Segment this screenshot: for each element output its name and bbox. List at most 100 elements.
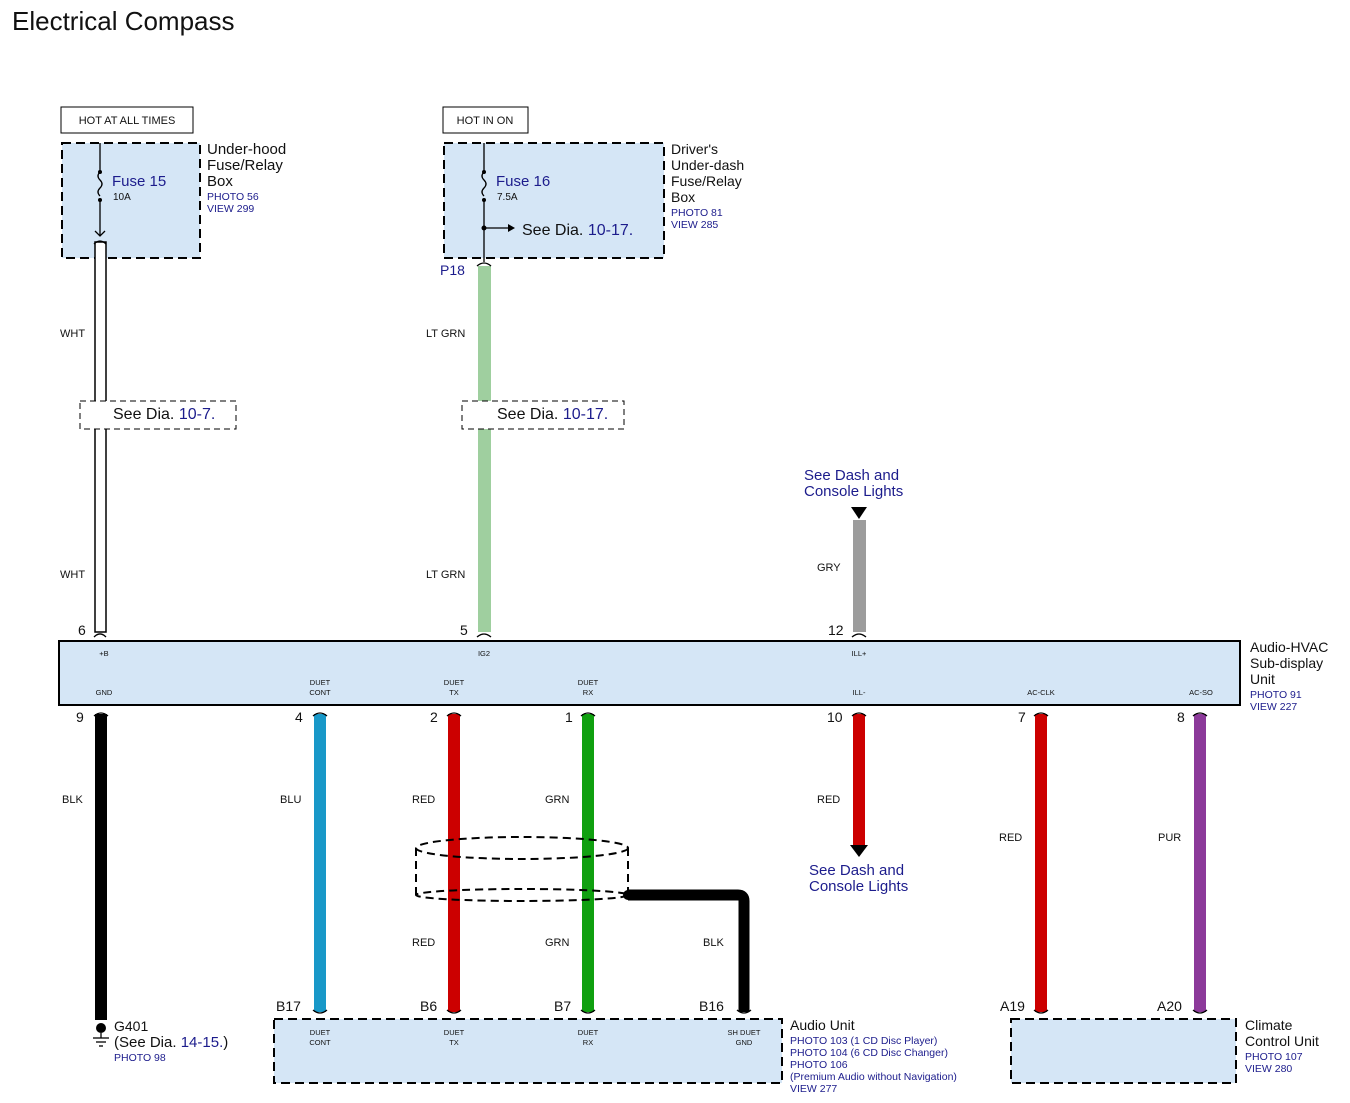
fuse-16-see-dia: See Dia. 10-17.	[522, 222, 633, 239]
underhood-box-line2: Fuse/Relay	[207, 157, 283, 174]
audio-pin-b17: B17	[276, 998, 301, 1014]
underhood-box-line3: Box	[207, 173, 233, 190]
audio-pin-name-cont-1: DUET	[310, 1028, 331, 1037]
shield-top	[415, 836, 629, 860]
hvac-pin-name-gnd: GND	[96, 688, 113, 697]
audio-unit-name: Audio Unit	[790, 1017, 855, 1033]
dash-lights-bottom-line2: Console Lights	[809, 878, 908, 895]
audio-unit-photo-2: PHOTO 104 (6 CD Disc Changer)	[790, 1047, 948, 1059]
hvac-pin-7: 7	[1018, 709, 1026, 725]
underhood-box-line1: Under-hood	[207, 141, 286, 158]
dash-lights-top-line1: See Dash and	[804, 467, 899, 484]
wire-blk-shield-label: BLK	[703, 937, 724, 949]
hvac-unit-line2: Sub-display	[1250, 655, 1323, 671]
audio-pin-b7: B7	[554, 998, 571, 1014]
hvac-pin-name-ill-minus: ILL-	[853, 688, 866, 697]
wire-lt-grn	[478, 266, 491, 632]
climate-unit-view: VIEW 280	[1245, 1063, 1292, 1075]
dash-box-line4: Box	[671, 189, 695, 205]
wire-wht-label-lower: WHT	[60, 569, 85, 581]
wire-gry-label: GRY	[817, 562, 841, 574]
hvac-unit-view: VIEW 227	[1250, 701, 1297, 713]
wire-grn-label-lower: GRN	[545, 937, 570, 949]
wire-red-tx-label-lower: RED	[412, 937, 435, 949]
dash-lights-bottom-line1: See Dash and	[809, 862, 904, 879]
wire-wht-label-upper: WHT	[60, 328, 85, 340]
dash-box-photo: PHOTO 81	[671, 207, 723, 219]
wire-ltgrn-label-lower: LT GRN	[426, 569, 465, 581]
audio-unit-photo-4: (Premium Audio without Navigation)	[790, 1071, 957, 1083]
hvac-pin-name-duet-rx-1: DUET	[578, 678, 599, 687]
ground-point	[96, 1023, 106, 1033]
hvac-pin-9: 9	[76, 709, 84, 725]
hvac-pin-2: 2	[430, 709, 438, 725]
wire-red-duet-tx	[448, 714, 460, 1012]
wire-red-ill-label: RED	[817, 794, 840, 806]
hvac-pin-name-ill-plus: ILL+	[852, 649, 867, 658]
climate-control-unit	[1010, 1018, 1237, 1084]
audio-pin-name-rx-2: RX	[583, 1038, 593, 1047]
wire-blk-ground	[95, 714, 107, 1020]
wire-red-ill	[853, 714, 865, 846]
wire-grn-duet-rx	[582, 714, 594, 1012]
hot-in-on-label: HOT IN ON	[457, 115, 514, 127]
ground-photo: PHOTO 98	[114, 1052, 166, 1064]
underhood-fuse-box	[61, 142, 201, 259]
arrow-down-icon	[850, 845, 868, 857]
hot-at-all-times-box	[60, 106, 194, 134]
dash-fuse-box	[443, 142, 665, 259]
hvac-pin-1: 1	[565, 709, 573, 725]
hvac-pin-name-ig2: IG2	[478, 649, 490, 658]
wire-ltgrn-label-upper: LT GRN	[426, 328, 465, 340]
see-dia-grn: See Dia. 10-17.	[497, 406, 608, 423]
arrow-right-icon	[508, 224, 515, 232]
wire-red-ac-clk-label: RED	[999, 832, 1022, 844]
hvac-pin-5: 5	[460, 622, 468, 638]
hvac-pin-name-duet-cont-1: DUET	[310, 678, 331, 687]
wire-blk-label: BLK	[62, 794, 83, 806]
see-dia-wht: See Dia. 10-7.	[113, 406, 215, 423]
hvac-unit-line3: Unit	[1250, 671, 1275, 687]
connector-p18: P18	[440, 262, 465, 278]
hvac-pin-8: 8	[1177, 709, 1185, 725]
dash-box-view: VIEW 285	[671, 219, 718, 231]
hot-at-all-times-label: HOT AT ALL TIMES	[79, 115, 176, 127]
audio-pin-name-tx-1: DUET	[444, 1028, 465, 1037]
hvac-pin-name-duet-rx-2: RX	[583, 688, 593, 697]
climate-pin-a19: A19	[1000, 998, 1025, 1014]
ground-see-dia: (See Dia. 14-15.)	[114, 1034, 228, 1051]
climate-unit-line2: Control Unit	[1245, 1033, 1319, 1049]
wire-blk-shield	[628, 889, 750, 1012]
hvac-pin-name-ac-so: AC-SO	[1189, 688, 1213, 697]
wire-blu-label: BLU	[280, 794, 301, 806]
dash-box-line2: Under-dash	[671, 157, 744, 173]
hvac-pin-4: 4	[295, 709, 303, 725]
wire-red-tx-label-upper: RED	[412, 794, 435, 806]
fuse-16-rating: 7.5A	[497, 192, 518, 203]
wire-red-ac-clk	[1035, 714, 1047, 1012]
hvac-pin-6: 6	[78, 622, 86, 638]
dash-box-line3: Fuse/Relay	[671, 173, 742, 189]
climate-unit-photo: PHOTO 107	[1245, 1051, 1303, 1063]
fuse-15-name: Fuse 15	[112, 173, 166, 190]
wire-gry	[853, 520, 866, 632]
wire-grn-label-upper: GRN	[545, 794, 570, 806]
hvac-pin-name-ac-clk: AC-CLK	[1027, 688, 1055, 697]
wire-blu	[314, 714, 326, 1012]
audio-unit	[273, 1018, 783, 1084]
audio-pin-name-cont-2: CONT	[309, 1038, 331, 1047]
wire-pur-label: PUR	[1158, 832, 1181, 844]
climate-unit-line1: Climate	[1245, 1017, 1293, 1033]
dash-lights-top-line2: Console Lights	[804, 483, 903, 500]
hvac-pin-10: 10	[827, 709, 843, 725]
arrow-down-icon	[851, 507, 867, 519]
audio-pin-b6: B6	[420, 998, 437, 1014]
audio-hvac-unit	[58, 640, 1241, 706]
audio-pin-name-sh-1: SH DUET	[728, 1028, 761, 1037]
fuse-16-name: Fuse 16	[496, 173, 550, 190]
dash-box-line1: Driver's	[671, 141, 718, 157]
fuse-15-rating: 10A	[113, 192, 131, 203]
ground-name: G401	[114, 1018, 148, 1034]
fuse-16-symbol	[481, 171, 487, 197]
